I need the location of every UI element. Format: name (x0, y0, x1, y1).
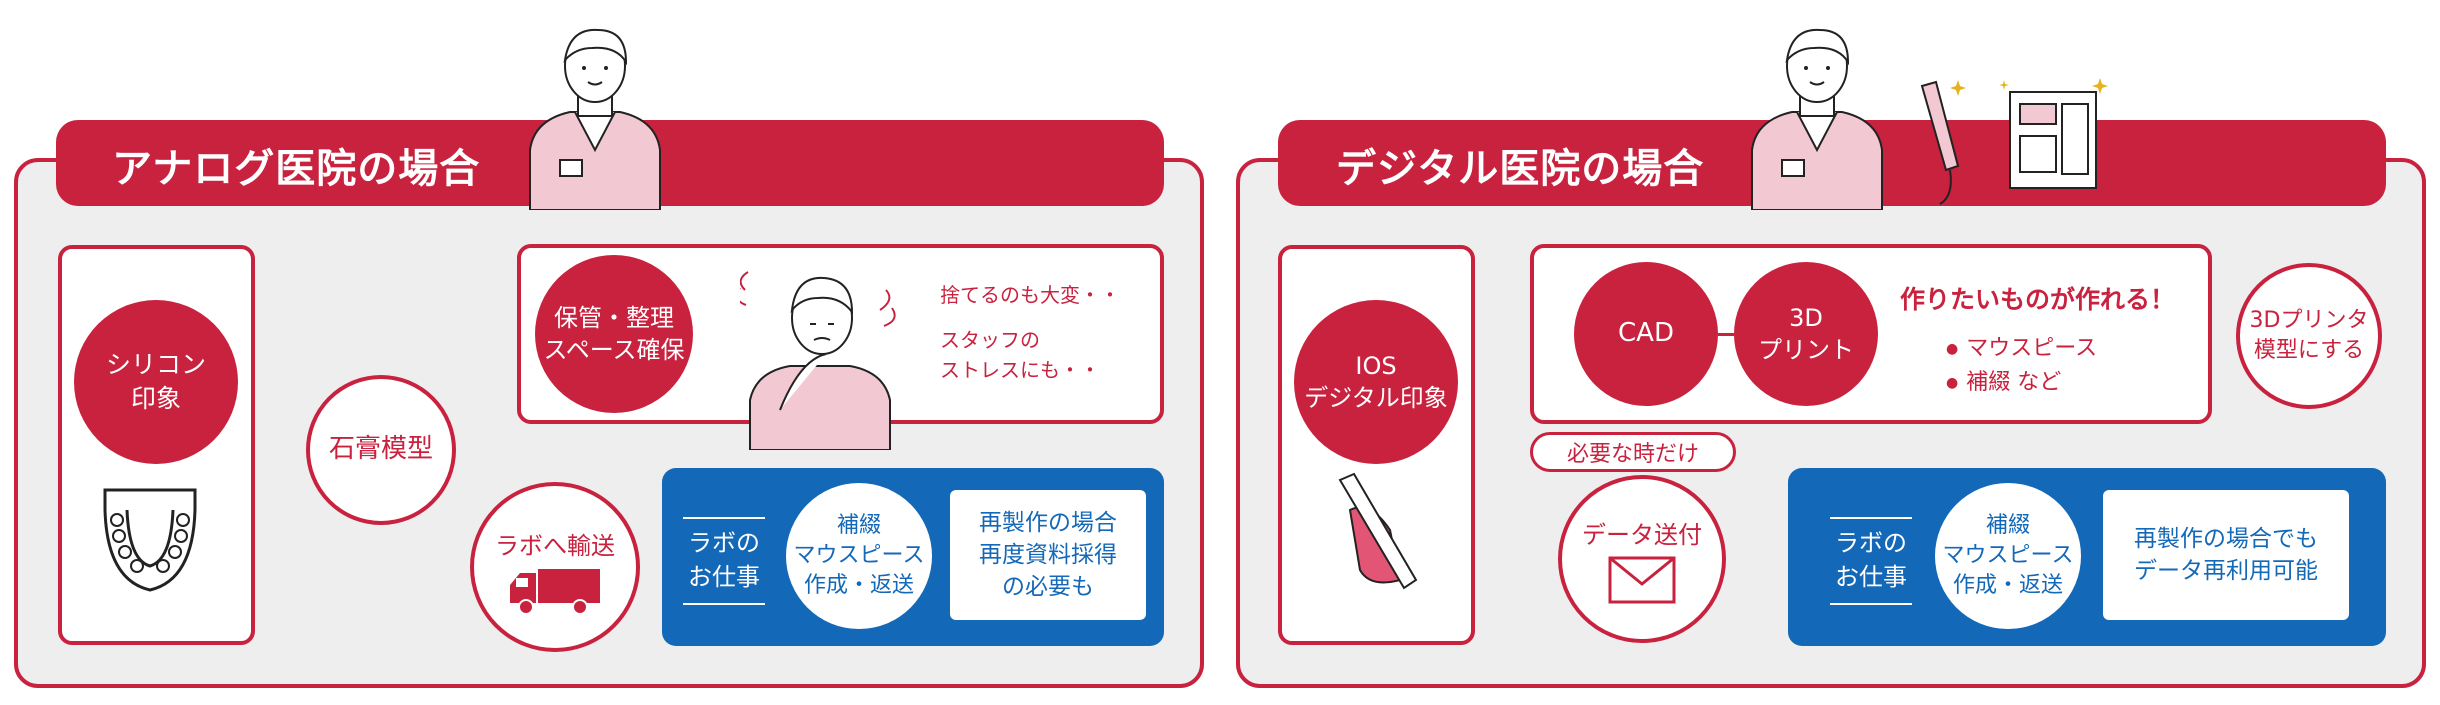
digital-lab-note: 再製作の場合でも データ再利用可能 (2103, 490, 2349, 620)
digital-headline: 作りたいものが作れる！ (1900, 285, 2176, 314)
data-send-circle: データ送付 (1558, 475, 1726, 643)
shipping-circle: ラボへ輸送 (470, 482, 640, 652)
doctor-illustration (1751, 28, 1883, 210)
bullet-icon: ● (1946, 375, 1959, 391)
divider (1830, 603, 1912, 605)
digital-lab-circle: 補綴 マウスピース 作成・返送 (1935, 483, 2081, 629)
bullet-icon: ● (1946, 341, 1959, 357)
data-send-label: データ送付 (1582, 521, 1702, 549)
bullet-text: マウスピース (1966, 336, 2098, 361)
plaster-model-circle: 石膏模型 (306, 375, 456, 525)
analog-impression-circle: シリコン 印象 (74, 300, 238, 464)
analog-title: アナログ医院の場合 (112, 146, 481, 192)
analog-lab-label: ラボの お仕事 (688, 529, 760, 591)
only-when-needed-pill: 必要な時だけ (1530, 432, 1736, 472)
doctor-illustration (529, 28, 661, 210)
digital-title: デジタル医院の場合 (1336, 146, 1705, 192)
shipping-label: ラボへ輸送 (495, 532, 615, 560)
dental-impression-icon (103, 488, 197, 592)
intraoral-scanner-icon (1920, 80, 1966, 205)
truck-icon (510, 569, 600, 615)
ios-impression-circle: IOS デジタル印象 (1294, 300, 1458, 464)
divider (1830, 517, 1912, 519)
3d-printer-model-circle: 3Dプリンタ 模型にする (2236, 263, 2382, 409)
hand-scanner-icon (1338, 472, 1418, 590)
worried-staff-illustration (740, 271, 896, 450)
envelope-icon (1608, 556, 1676, 604)
connector-line (1718, 333, 1734, 336)
divider (683, 517, 765, 519)
3d-print-circle: 3D プリント (1734, 262, 1878, 406)
divider (683, 603, 765, 605)
digital-lab-label: ラボの お仕事 (1835, 529, 1907, 591)
analog-lab-circle: 補綴 マウスピース 作成・返送 (786, 483, 932, 629)
bullet-text: 補綴 など (1966, 370, 2062, 395)
storage-note-1: 捨てるのも大変・・ (940, 283, 1120, 307)
analog-lab-note: 再製作の場合 再度資料採得 の必要も (950, 490, 1146, 620)
3d-printer-icon (2000, 78, 2108, 189)
bullet-item-1: ● マウスピース (1946, 330, 2097, 362)
cad-circle: CAD (1574, 262, 1718, 406)
storage-circle: 保管・整理 スペース確保 (535, 255, 693, 413)
storage-note-2: スタッフの ストレスにも・・ (940, 328, 1100, 382)
bullet-item-2: ● 補綴 など (1946, 364, 2061, 396)
